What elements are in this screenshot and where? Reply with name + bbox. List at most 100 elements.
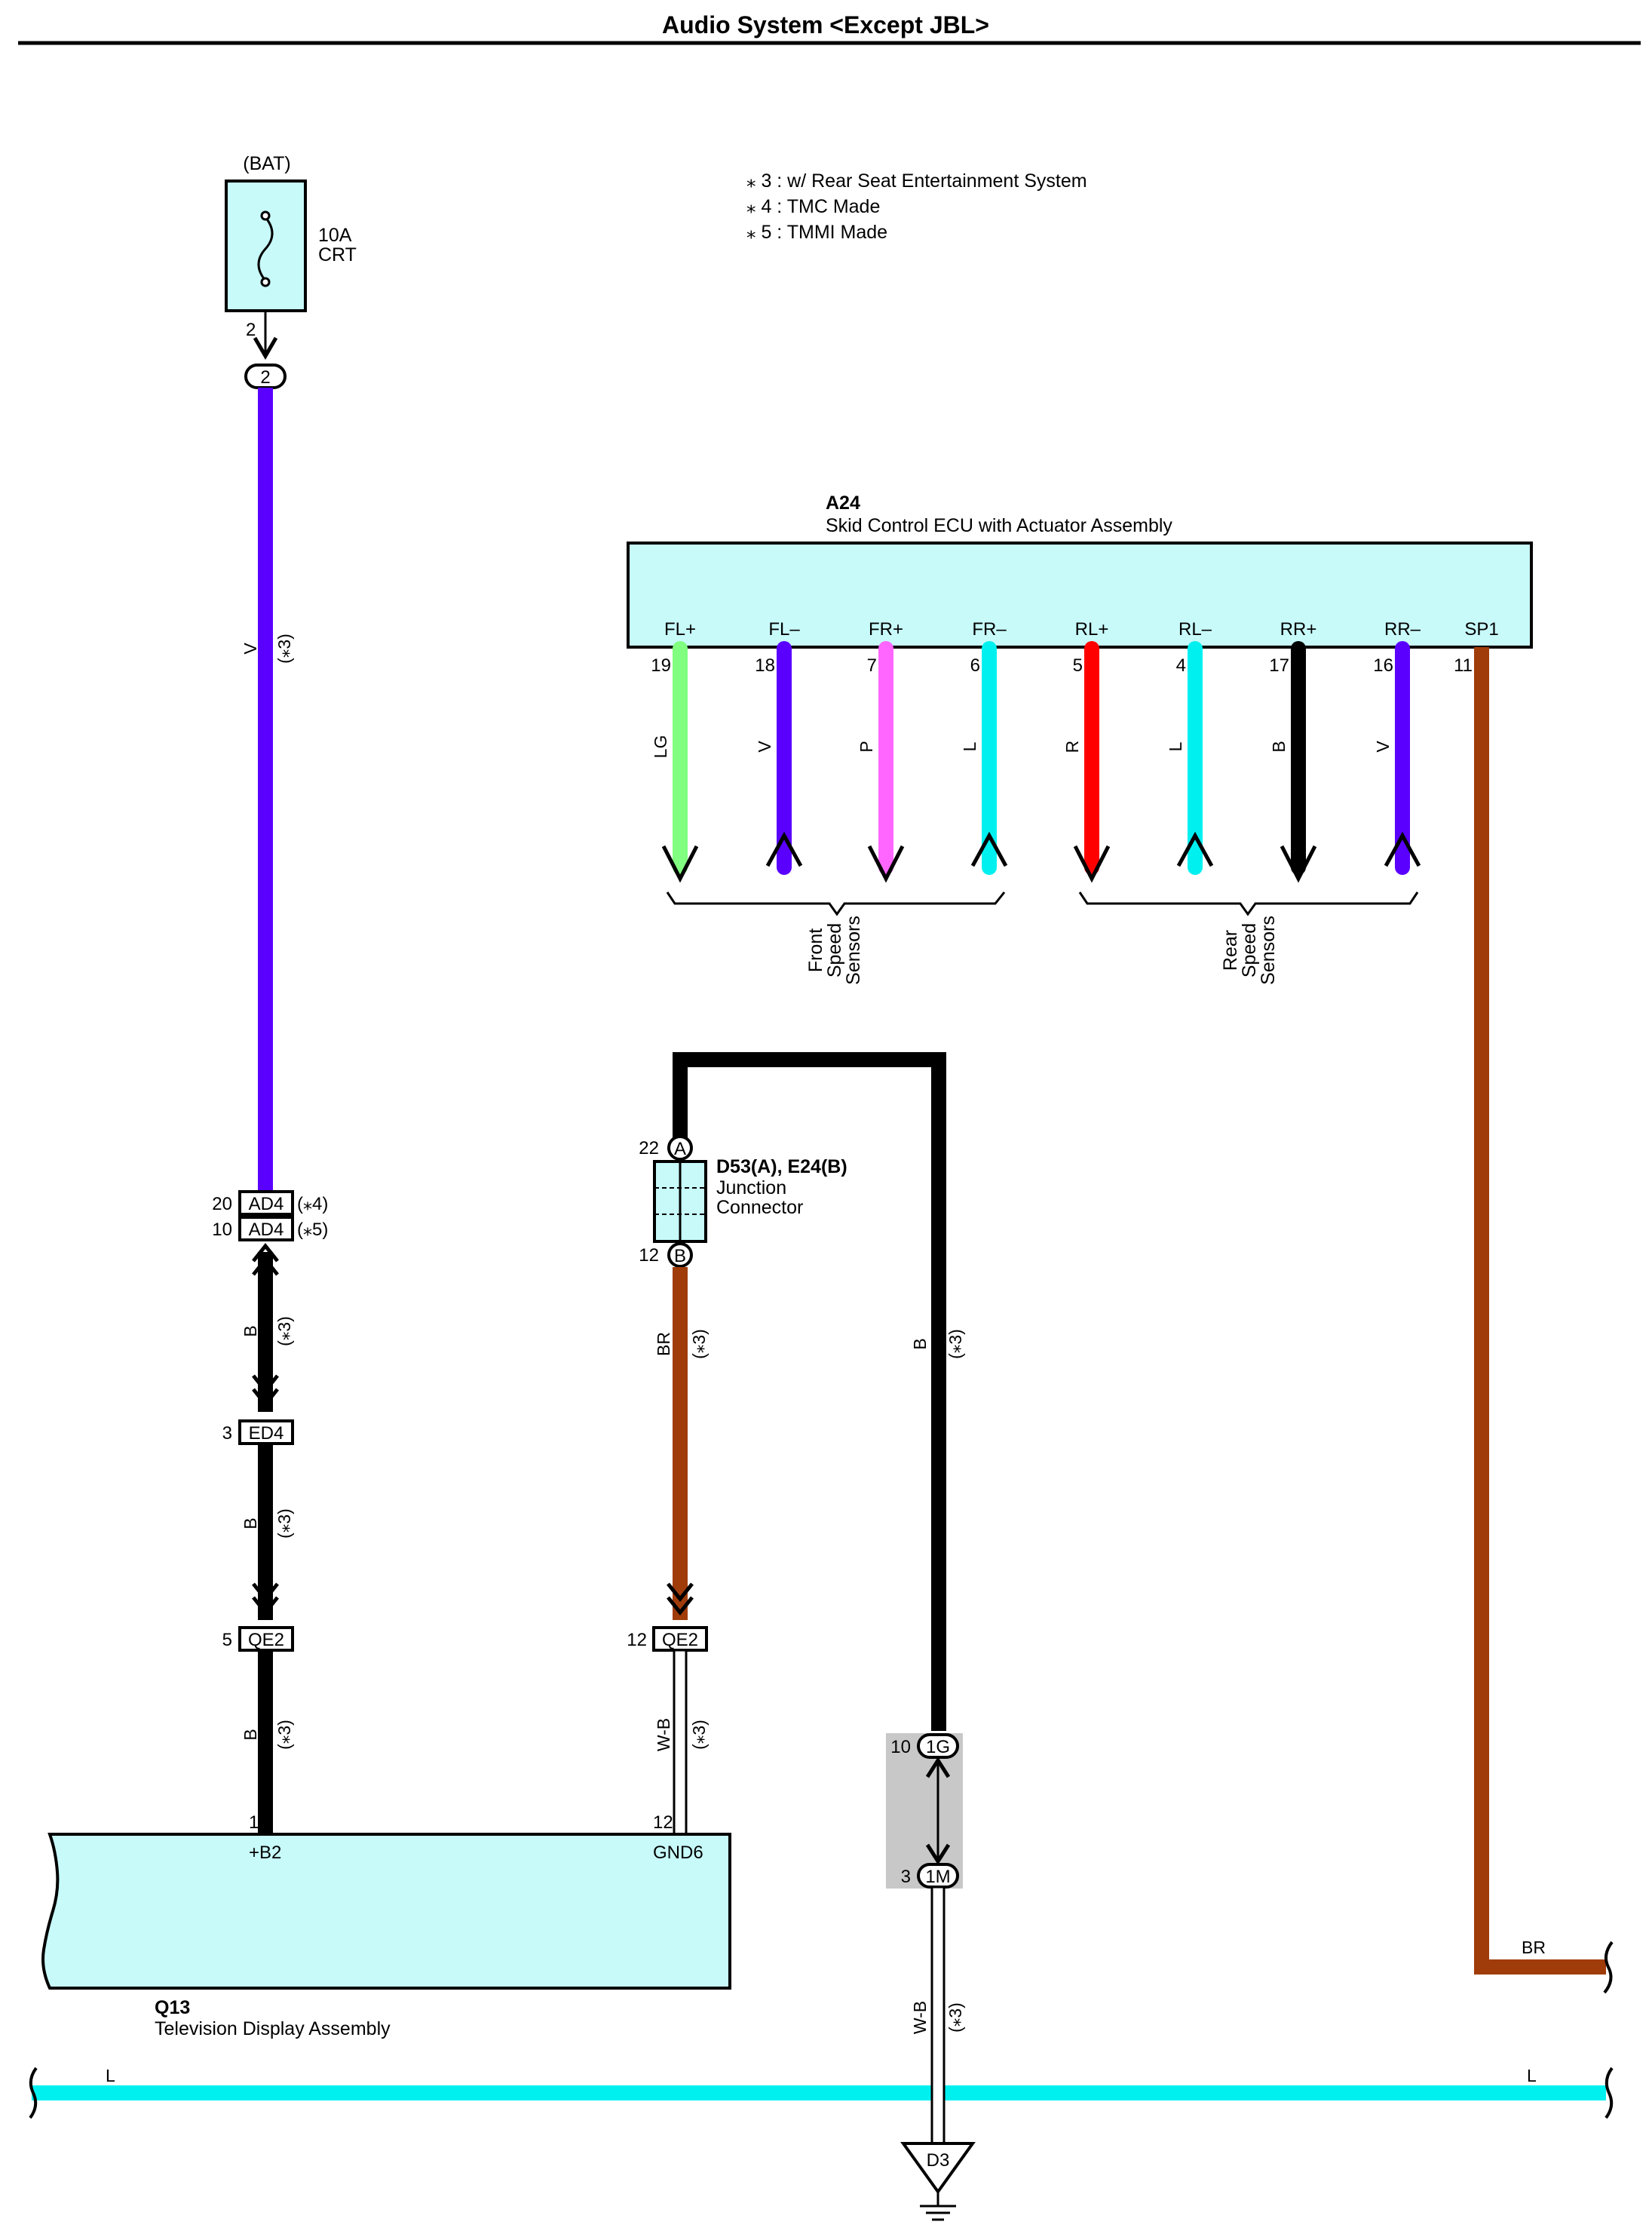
tv-term-right: GND6 bbox=[653, 1843, 703, 1863]
fuse-box bbox=[225, 180, 307, 312]
ecu-wire-label-fr-minus: L bbox=[960, 741, 979, 751]
wire-wb-ground bbox=[930, 1886, 946, 2145]
connector-ad4-a-name: AD4 bbox=[249, 1194, 284, 1214]
arrow-down-icon bbox=[661, 845, 699, 883]
ecu-pin-fl-minus: 18 bbox=[755, 655, 775, 676]
ecu-wire-label-rr-minus: V bbox=[1373, 741, 1393, 753]
junction-terminal-a bbox=[667, 1135, 693, 1161]
junction-section: B (⁎3) A 22 D53(A), E24(B) Junction Conn… bbox=[627, 1052, 965, 1836]
arrow-down-icon bbox=[867, 845, 905, 883]
front-sensors-bracket bbox=[666, 891, 1006, 916]
page-title: Audio System <Except JBL> bbox=[662, 11, 989, 38]
ecu-terminal-fl-plus: FL+ bbox=[664, 619, 696, 640]
wire-b-loop-note: (⁎3) bbox=[946, 1329, 965, 1359]
ecu-pin-fr-minus: 6 bbox=[970, 655, 980, 676]
ground-d3: W-B (⁎3) D3 bbox=[900, 1886, 976, 2221]
ecu-terminal-rr-minus: RR– bbox=[1384, 619, 1421, 640]
front-group-line-2: Speed bbox=[824, 923, 845, 977]
wire-br-junction-label: BR bbox=[654, 1332, 673, 1356]
double-arrow-down-icon bbox=[252, 1582, 279, 1616]
wire-l-bus-left-label: L bbox=[106, 2066, 115, 2085]
wire-b-left-1-label: B bbox=[241, 1325, 260, 1336]
tv-pin-right: 12 bbox=[653, 1812, 673, 1833]
wire-br-sp1 bbox=[1474, 647, 1606, 1975]
fuse-connector-label: 2 bbox=[260, 367, 270, 388]
fuse-rating: 10A bbox=[318, 225, 352, 246]
left-column: V (⁎3) AD4 20 (⁎4) AD4 10 (⁎5) B (⁎3) ED… bbox=[212, 388, 328, 1834]
splice-shade bbox=[886, 1733, 963, 1889]
note-4: ⁎ 4 : TMC Made bbox=[746, 196, 880, 217]
ecu-pin-fr-plus: 7 bbox=[867, 655, 877, 676]
junction-terminal-a-pin: 22 bbox=[639, 1138, 659, 1158]
ecu-terminal-fr-plus: FR+ bbox=[869, 619, 903, 640]
connector-qe2-left bbox=[238, 1626, 294, 1652]
ecu-box bbox=[627, 542, 1533, 649]
tv-term-left: +B2 bbox=[249, 1843, 281, 1863]
fuse-source-label: (BAT) bbox=[243, 153, 290, 174]
wire-br-sp1-bottom-label: BR bbox=[1522, 1938, 1546, 1957]
fuse-terminal-top bbox=[260, 210, 271, 221]
wire-b-loop bbox=[673, 1052, 946, 1731]
ecu-pin-rr-minus: 16 bbox=[1373, 655, 1393, 676]
ecu-terminal-rl-plus: RL+ bbox=[1075, 619, 1109, 640]
arrow-up-icon bbox=[1176, 831, 1214, 867]
wire-b-left-1-note: (⁎3) bbox=[274, 1316, 294, 1346]
wire-l-bus-right-label: L bbox=[1527, 2066, 1537, 2085]
connector-ed4-name: ED4 bbox=[249, 1423, 284, 1444]
connector-ad4-a-note: (⁎4) bbox=[297, 1194, 328, 1214]
ecu-terminals: FL+19LGFL–18VFR+7PFR–6LRL+5RRL–4LRR+17BR… bbox=[651, 619, 1499, 883]
connector-ad4-a bbox=[238, 1190, 294, 1216]
connector-ed4 bbox=[238, 1419, 294, 1445]
tv-id: Q13 bbox=[155, 1997, 190, 2018]
break-mark-icon bbox=[29, 2067, 38, 2119]
connector-qe2-left-pin: 5 bbox=[222, 1630, 232, 1650]
arrow-up-icon bbox=[765, 831, 803, 867]
footnotes: ⁎ 3 : w/ Rear Seat Entertainment System … bbox=[746, 170, 1087, 243]
ecu-wire-label-fl-plus: LG bbox=[651, 735, 670, 759]
ecu-pin-fl-plus: 19 bbox=[651, 655, 671, 676]
arrow-up-icon bbox=[1384, 831, 1421, 867]
ecu-wire-label-rl-minus: L bbox=[1166, 741, 1185, 751]
wire-br-junction-note: (⁎3) bbox=[689, 1329, 709, 1359]
fuse-pin: 2 bbox=[246, 320, 256, 340]
connector-ad4-b-pin: 10 bbox=[212, 1220, 232, 1240]
ecu-terminal-sp1: SP1 bbox=[1464, 619, 1498, 640]
rear-group-line-1: Rear bbox=[1220, 930, 1241, 971]
ecu-terminal-rr-plus: RR+ bbox=[1280, 619, 1317, 640]
tv-box bbox=[41, 1833, 731, 1990]
fuse-crt: (BAT) 10A CRT 2 2 bbox=[225, 153, 357, 389]
ecu-pin-sp1: 11 bbox=[1454, 655, 1473, 676]
ecu-id: A24 bbox=[826, 492, 860, 514]
wire-b-left-3-note: (⁎3) bbox=[274, 1720, 294, 1750]
bottom-bus: L L bbox=[29, 2066, 1614, 2119]
note-5: ⁎ 5 : TMMI Made bbox=[746, 222, 887, 243]
junction-terminal-b-label: B bbox=[674, 1246, 686, 1266]
connector-ad4-b-note: (⁎5) bbox=[297, 1220, 328, 1240]
ecu-terminal-fr-minus: FR– bbox=[972, 619, 1007, 640]
tv-name: Television Display Assembly bbox=[155, 2018, 391, 2039]
sensor-groups: Front Speed Sensors Rear Speed Sensors bbox=[666, 891, 1419, 985]
connector-qe2-left-name: QE2 bbox=[248, 1630, 284, 1650]
splice-1g-label: 1G bbox=[926, 1737, 950, 1757]
break-mark-icon bbox=[1603, 1941, 1614, 1994]
wire-b-left-3-label: B bbox=[241, 1729, 260, 1740]
connector-qe2-right-name: QE2 bbox=[662, 1630, 698, 1650]
break-mark-icon bbox=[1604, 2067, 1614, 2119]
ecu-pin-rr-plus: 17 bbox=[1269, 655, 1289, 676]
ecu-terminal-fl-minus: FL– bbox=[768, 619, 800, 640]
ground-splice: 1G 10 1M 3 bbox=[886, 1733, 963, 1889]
arrow-up-icon bbox=[970, 831, 1008, 867]
connector-qe2-right bbox=[652, 1626, 708, 1652]
tv-display-assembly: 16 +B2 12 GND6 Q13 Television Display As… bbox=[41, 1812, 731, 2039]
double-arrow-down-icon bbox=[667, 1582, 694, 1616]
wire-b-left-2-note: (⁎3) bbox=[274, 1508, 294, 1539]
ecu-wire-label-rl-plus: R bbox=[1062, 741, 1082, 753]
splice-1g-pin: 10 bbox=[890, 1737, 911, 1757]
junction-terminal-b bbox=[667, 1242, 693, 1268]
connector-qe2-right-pin: 12 bbox=[627, 1630, 647, 1650]
wire-wb-junction bbox=[673, 1649, 688, 1836]
rear-group-line-3: Sensors bbox=[1258, 916, 1279, 985]
junction-terminal-b-pin: 12 bbox=[639, 1245, 659, 1266]
ecu-wire-label-rr-plus: B bbox=[1269, 741, 1289, 752]
